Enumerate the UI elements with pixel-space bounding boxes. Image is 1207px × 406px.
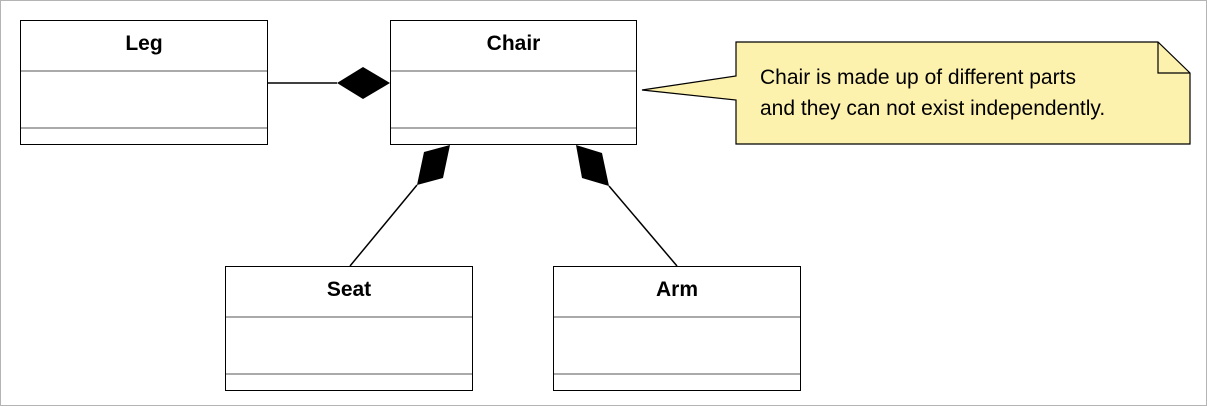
connector-arm-chair[interactable]	[608, 185, 678, 267]
note-shape[interactable]	[641, 41, 1191, 145]
note-text: Chair is made up of different parts and …	[760, 62, 1180, 124]
note-line-2: and they can not exist independently.	[760, 97, 1106, 120]
composition-diamond-leg	[337, 67, 390, 99]
class-box-arm[interactable]: Arm	[553, 266, 801, 391]
operations-divider	[554, 373, 800, 375]
class-name-leg: Leg	[125, 32, 163, 55]
class-name-chair: Chair	[486, 32, 541, 55]
attributes-divider	[554, 316, 800, 318]
composition-diamond-arm	[576, 145, 609, 186]
operations-divider	[226, 373, 472, 375]
operations-divider	[391, 127, 636, 129]
attributes-divider	[226, 316, 472, 318]
attributes-divider	[21, 70, 267, 72]
attributes-divider	[391, 70, 636, 72]
class-name-arm: Arm	[655, 278, 698, 301]
note-dogear	[1157, 42, 1190, 74]
class-box-leg[interactable]: Leg	[20, 20, 268, 145]
class-box-seat[interactable]: Seat	[225, 266, 473, 391]
composition-diamond-seat	[417, 145, 450, 185]
note-line-1: Chair is made up of different parts	[760, 66, 1076, 89]
operations-divider	[21, 127, 267, 129]
class-name-seat: Seat	[326, 278, 372, 301]
connector-seat-chair[interactable]	[349, 184, 418, 267]
class-box-chair[interactable]: Chair	[390, 20, 637, 145]
